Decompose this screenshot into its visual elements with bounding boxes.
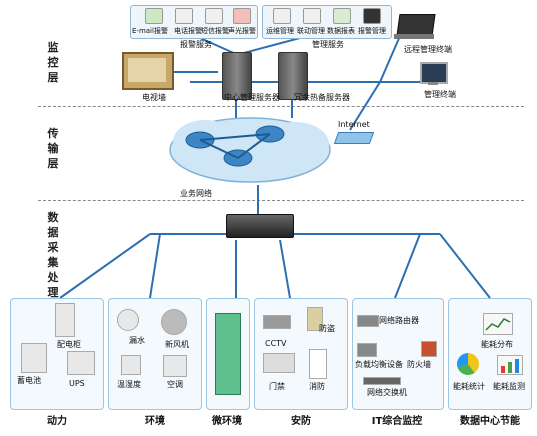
panel-power: 配电柜 蓄电池 UPS — [10, 298, 104, 410]
env-item-temp: 温湿度 — [117, 380, 141, 389]
central-server-icon — [222, 52, 252, 100]
battery-icon — [21, 343, 47, 373]
sms-icon — [205, 8, 223, 24]
energy-item-monitor: 能耗监测 — [493, 382, 525, 391]
alarm-service-box: E-mail报警 电话报警 短信报警 声光报警 — [130, 5, 258, 39]
panel-it: 网络路由器 负载均衡设备 防火墙 网络交换机 — [352, 298, 444, 410]
fire-detector-icon — [309, 349, 327, 379]
backup-server-label: 冗余热备服务器 — [294, 93, 350, 102]
mgmt-terminal-label: 管理终端 — [424, 90, 456, 99]
energy-item-distribution: 能耗分布 — [481, 340, 513, 349]
leak-sensor-icon — [117, 309, 139, 331]
fresh-air-fan-icon — [161, 309, 187, 335]
network-cloud — [169, 117, 331, 183]
remote-laptop-base — [394, 34, 434, 39]
collector-device-icon — [226, 214, 294, 238]
alarm-item-email: E-mail报警 — [132, 27, 168, 35]
mgmt-item-report: 数据报表 — [327, 27, 355, 35]
thermo-hygrometer-icon — [121, 355, 141, 375]
firewall-icon — [421, 341, 437, 357]
energy-distribution-chart-icon — [483, 313, 513, 335]
tv-wall-label: 电视墙 — [142, 93, 166, 102]
tv-wall-screen — [128, 58, 166, 82]
alarm-item-sms: 短信报警 — [201, 27, 229, 35]
panel-security: CCTV 防盗 门禁 消防 — [254, 298, 348, 410]
env-item-ac: 空调 — [167, 380, 183, 389]
layer-label-transport: 传输层 — [47, 127, 59, 170]
panel-energy-label: 数据中心节能 — [460, 416, 520, 427]
ops-icon — [273, 8, 291, 24]
internet-label: Internet — [338, 120, 370, 129]
sec-item-fire: 消防 — [309, 382, 325, 391]
distribution-cabinet-icon — [55, 303, 75, 337]
ups-icon — [67, 351, 95, 375]
alarm-light-icon — [233, 8, 251, 24]
panel-micro — [206, 298, 250, 410]
energy-stats-pie-icon — [457, 353, 479, 375]
it-item-switch: 网络交换机 — [367, 388, 407, 397]
alarm-service-label: 报警服务 — [180, 40, 212, 49]
anti-theft-icon — [307, 307, 323, 331]
tv-wall-icon — [122, 52, 174, 90]
network-switch-icon — [363, 377, 401, 385]
mgmt-item-ops: 运维管理 — [266, 27, 294, 35]
micro-cabinet-icon — [215, 313, 241, 395]
cctv-camera-icon — [263, 315, 291, 329]
alarm-item-phone: 电话报警 — [174, 27, 202, 35]
power-item-battery: 蓄电池 — [17, 376, 41, 385]
mgmt-terminal-stand — [428, 82, 438, 85]
access-control-icon — [263, 353, 295, 373]
panel-environment-label: 环境 — [145, 416, 165, 427]
load-balancer-icon — [357, 343, 377, 357]
phone-icon — [175, 8, 193, 24]
power-item-ups: UPS — [69, 379, 85, 388]
panel-it-label: IT综合监控 — [371, 416, 423, 427]
panel-power-label: 动力 — [47, 416, 67, 427]
internet-switch-icon — [333, 132, 375, 144]
separator-transport-collect — [38, 200, 524, 201]
email-icon — [145, 8, 163, 24]
sec-item-cctv: CCTV — [265, 339, 287, 348]
panel-security-label: 安防 — [291, 416, 311, 427]
remote-laptop-icon — [396, 14, 436, 36]
separator-monitor-transport — [38, 106, 524, 107]
report-icon — [333, 8, 351, 24]
layer-label-monitor: 监控层 — [47, 41, 59, 84]
sec-item-theft: 防盗 — [319, 324, 335, 333]
backup-server-icon — [278, 52, 308, 100]
panel-environment: 漏水 新风机 温湿度 空调 — [108, 298, 202, 410]
it-item-lb: 负载均衡设备 — [355, 360, 403, 369]
panel-energy: 能耗分布 能耗统计 能耗监测 — [448, 298, 532, 410]
remote-terminal-label: 远程管理终端 — [404, 45, 452, 54]
central-server-label: 中心管理服务器 — [224, 93, 280, 102]
env-item-leak: 漏水 — [129, 336, 145, 345]
alarm-admin-icon — [363, 8, 381, 24]
energy-monitor-chart-icon — [497, 355, 523, 375]
panel-micro-label: 微环境 — [212, 416, 242, 427]
power-item-cabinet: 配电柜 — [57, 340, 81, 349]
mgmt-terminal-icon — [420, 62, 448, 84]
air-conditioner-icon — [163, 355, 187, 377]
business-network-label: 业务网络 — [180, 189, 212, 198]
it-item-router: 网络路由器 — [379, 316, 419, 325]
linkage-icon — [303, 8, 321, 24]
mgmt-service-box: 运维管理 联动管理 数据报表 报警管理 — [262, 5, 392, 39]
mgmt-item-linkage: 联动管理 — [297, 27, 325, 35]
sec-item-access: 门禁 — [269, 382, 285, 391]
mgmt-service-label: 管理服务 — [312, 40, 344, 49]
it-item-firewall: 防火墙 — [407, 360, 431, 369]
env-item-fan: 新风机 — [165, 340, 189, 349]
alarm-item-light: 声光报警 — [228, 27, 256, 35]
router-icon — [357, 315, 379, 327]
mgmt-item-alarm: 报警管理 — [358, 27, 386, 35]
energy-item-stats: 能耗统计 — [453, 382, 485, 391]
